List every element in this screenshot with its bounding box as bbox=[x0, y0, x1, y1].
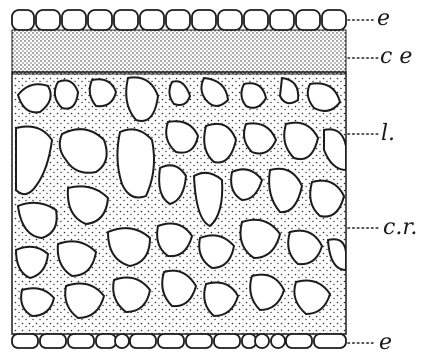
label-upper-epidermis: e bbox=[377, 6, 390, 31]
lacuna bbox=[117, 129, 154, 197]
collenchyma-band bbox=[12, 30, 346, 74]
lower-epidermis bbox=[12, 334, 346, 348]
lacuna bbox=[55, 80, 78, 108]
label-lacunae: l. bbox=[381, 121, 395, 146]
label-collenchyma: c e bbox=[380, 44, 412, 69]
label-lower-epidermis: e bbox=[379, 330, 392, 355]
upper-epidermis bbox=[12, 10, 346, 30]
leader-lines bbox=[348, 20, 380, 343]
label-cortex: c.r. bbox=[383, 215, 417, 240]
